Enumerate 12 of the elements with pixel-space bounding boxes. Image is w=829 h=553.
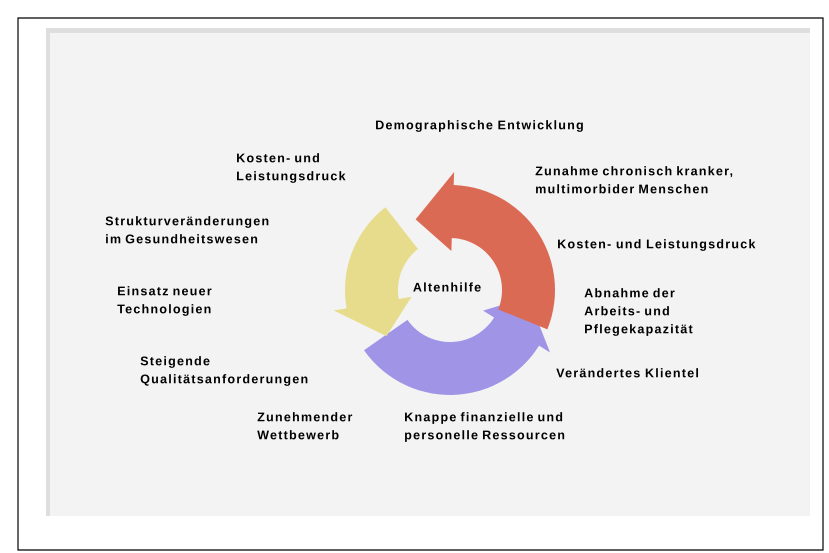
factor-label: Steigende Qualitätsanforderungen <box>140 356 308 386</box>
factor-label: Abnahme der Arbeits- und Pflegekapazität <box>584 288 693 336</box>
factor-label: Zunehmender Wettbewerb <box>257 412 352 440</box>
factor-label: Demographische Entwicklung <box>376 120 583 132</box>
factor-label: Einsatz neuer Technologien <box>117 286 212 316</box>
factor-label: Kosten- und Leistungsdruck <box>237 153 346 183</box>
factor-label: Verändertes Klientel <box>556 368 698 378</box>
factor-label: Strukturveränderungen im Gesundheitswesen <box>106 216 268 244</box>
factor-label: Zunahme chronisch kranker, multimorbider Menschen <box>536 166 732 194</box>
factor-label: Kosten- und Leistungsdruck <box>558 239 756 251</box>
factor-label: Knappe finanzielle und personelle Ressourcen <box>405 412 564 442</box>
center-label: Altenhilfe <box>413 282 481 292</box>
